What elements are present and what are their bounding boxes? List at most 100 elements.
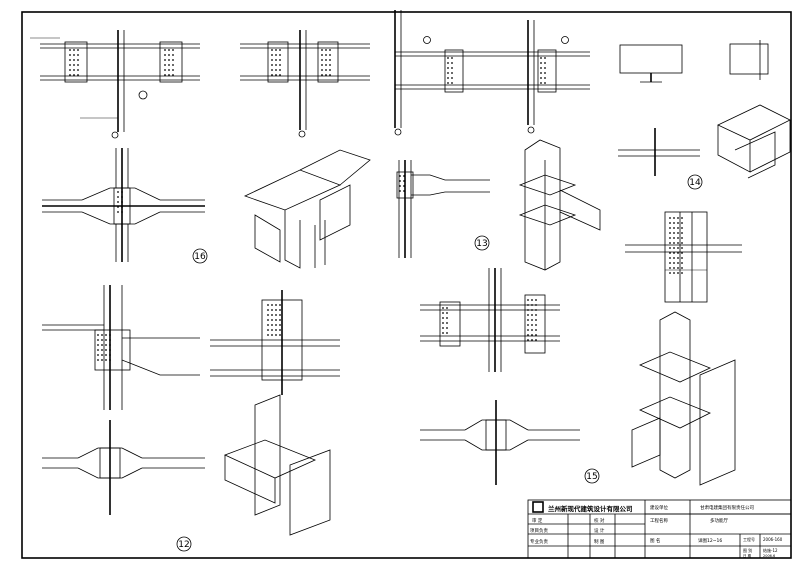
bolt-dot [535,314,537,316]
bolt-dot [531,304,533,306]
detail-14-elevation [625,211,742,303]
detail-number: 13 [476,239,487,249]
project-lead-label: 项目负责 [530,527,548,534]
bolt-dot [527,329,529,331]
bolt-dot [172,74,174,76]
bolt-dot [681,242,683,244]
sheet-no-value: 2006-160 [763,537,783,542]
bolt-dot [271,49,273,51]
bolt-dot [447,72,449,74]
bolt-dot [681,252,683,254]
bolt-dot [117,191,119,193]
bolt-dot [275,49,277,51]
title-block [527,499,792,559]
bolt-dot [275,324,277,326]
bolt-dot [403,175,405,177]
bolt-dot [77,69,79,71]
bolt-dot [117,196,119,198]
bolt-dot [279,64,281,66]
bolt-dot [279,49,281,51]
bolt-dot [527,324,529,326]
bolt-dot [442,317,444,319]
bolt-dot [164,64,166,66]
bolt-dot [117,211,119,213]
bolt-dot [531,309,533,311]
bolt-dot [329,69,331,71]
bolt-dot [673,217,675,219]
bolt-dot [540,77,542,79]
bolt-dot [267,319,269,321]
bolt-dot [451,67,453,69]
bolt-dot [77,59,79,61]
bolt-dot [101,349,103,351]
bolt-dot [669,232,671,234]
bolt-dot [531,299,533,301]
bolt-dot [121,191,123,193]
bolt-dot [399,190,401,192]
bolt-dot [673,247,675,249]
bolt-dot [279,69,281,71]
bolt-dot [267,324,269,326]
bolt-dot [527,339,529,341]
bolt-dot [673,262,675,264]
bolt-dot [325,54,327,56]
bolt-dot [681,262,683,264]
bolt-dot [172,64,174,66]
bolt-dot [669,252,671,254]
detail-15-isometric [631,311,736,486]
project-value: 多功能厅 [710,517,728,524]
bolt-dot [164,59,166,61]
bolt-dot [527,314,529,316]
bolt-dot [681,257,683,259]
bolt-dot [109,354,111,356]
bolt-dot [109,344,111,346]
bolt-dot [73,69,75,71]
detail-13-plan [396,160,490,258]
detail-16-plan [42,148,205,262]
bolt-dot [172,49,174,51]
bolt-dot [275,69,277,71]
bolt-dot [677,232,679,234]
detail-number: 15 [586,472,597,482]
bolt-dot [325,69,327,71]
detail-12-section [210,290,340,395]
bolt-dot [168,64,170,66]
detail-12-isometric [223,394,331,536]
bolt-dot [117,206,119,208]
bolt-dot [97,339,99,341]
bolt-dot [321,64,323,66]
bolt-dot [447,77,449,79]
bolt-dot [321,54,323,56]
bolt-dot [527,334,529,336]
bolt-dot [681,247,683,249]
bolt-dot [669,237,671,239]
bolt-dot [279,319,281,321]
bolt-dot [673,267,675,269]
bolt-dot [121,196,123,198]
bolt-dot [101,339,103,341]
bolt-dot [275,59,277,61]
bolt-dot [531,314,533,316]
bolt-dot [673,257,675,259]
bolt-dot [275,329,277,331]
sheet-border [21,11,792,559]
bolt-dot [164,69,166,71]
bolt-dot [168,74,170,76]
bolt-dot [447,67,449,69]
bolt-dot [673,222,675,224]
bolt-dot [275,64,277,66]
bolt-dot [535,324,537,326]
bolt-dot [271,69,273,71]
date-value: 2006.6 [763,554,775,558]
phase-value: 结施-12 [763,547,778,553]
bolt-dot [681,217,683,219]
date-label: 日 期 [743,553,752,558]
bolt-dot [97,359,99,361]
bolt-dot [172,69,174,71]
bolt-dot [447,62,449,64]
bolt-dot [105,344,107,346]
bolt-dot [109,334,111,336]
bolt-dot [446,317,448,319]
bolt-dot [97,334,99,336]
bolt-dot [168,59,170,61]
